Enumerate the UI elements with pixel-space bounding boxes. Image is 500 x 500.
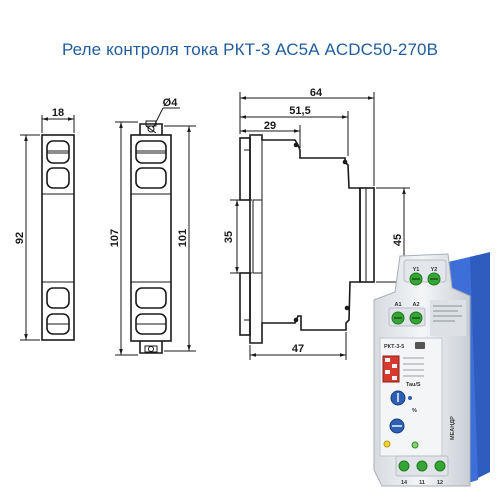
dim-front-height: 92 <box>14 232 26 244</box>
terminal-label: 14 <box>401 480 408 486</box>
model-label: РКТ-3-5 <box>384 344 404 350</box>
terminal-label: Y2 <box>431 267 438 273</box>
dim-rear-hole: Ø4 <box>163 97 179 109</box>
terminal-label: A1 <box>394 302 401 308</box>
terminal-label: Y1 <box>413 267 420 273</box>
terminal-label: 12 <box>437 480 443 486</box>
rear-view: Ø4 107 101 <box>109 97 196 356</box>
dim-side-bottom: 47 <box>292 343 304 355</box>
dim-front-width: 18 <box>52 107 64 119</box>
device-illustration: Y1 Y2 A1 A2 РКТ-3-5 Tau/S % <box>373 252 490 487</box>
front-view: 18 92 <box>14 107 75 341</box>
dim-rear-height-inner: 101 <box>177 229 189 247</box>
dim-side-rail: 35 <box>223 231 235 243</box>
dim-rear-height-total: 107 <box>109 229 121 247</box>
dim-side-width-total: 64 <box>310 87 323 99</box>
dim-side-height-step: 45 <box>392 234 404 246</box>
side-view: 64 51,5 29 35 45 47 <box>223 87 410 360</box>
dim-side-width-mid: 51,5 <box>289 105 310 117</box>
knob-label: % <box>412 408 417 414</box>
knob-label: Tau/S <box>406 382 421 388</box>
brand-logo: МЕАНДР <box>450 416 456 440</box>
page-title: Реле контроля тока РКТ-3 АС5А ACDC50-270… <box>61 40 439 59</box>
terminal-label: 11 <box>419 480 425 486</box>
terminal-label: A2 <box>412 302 419 308</box>
dim-side-width-small: 29 <box>264 120 276 132</box>
